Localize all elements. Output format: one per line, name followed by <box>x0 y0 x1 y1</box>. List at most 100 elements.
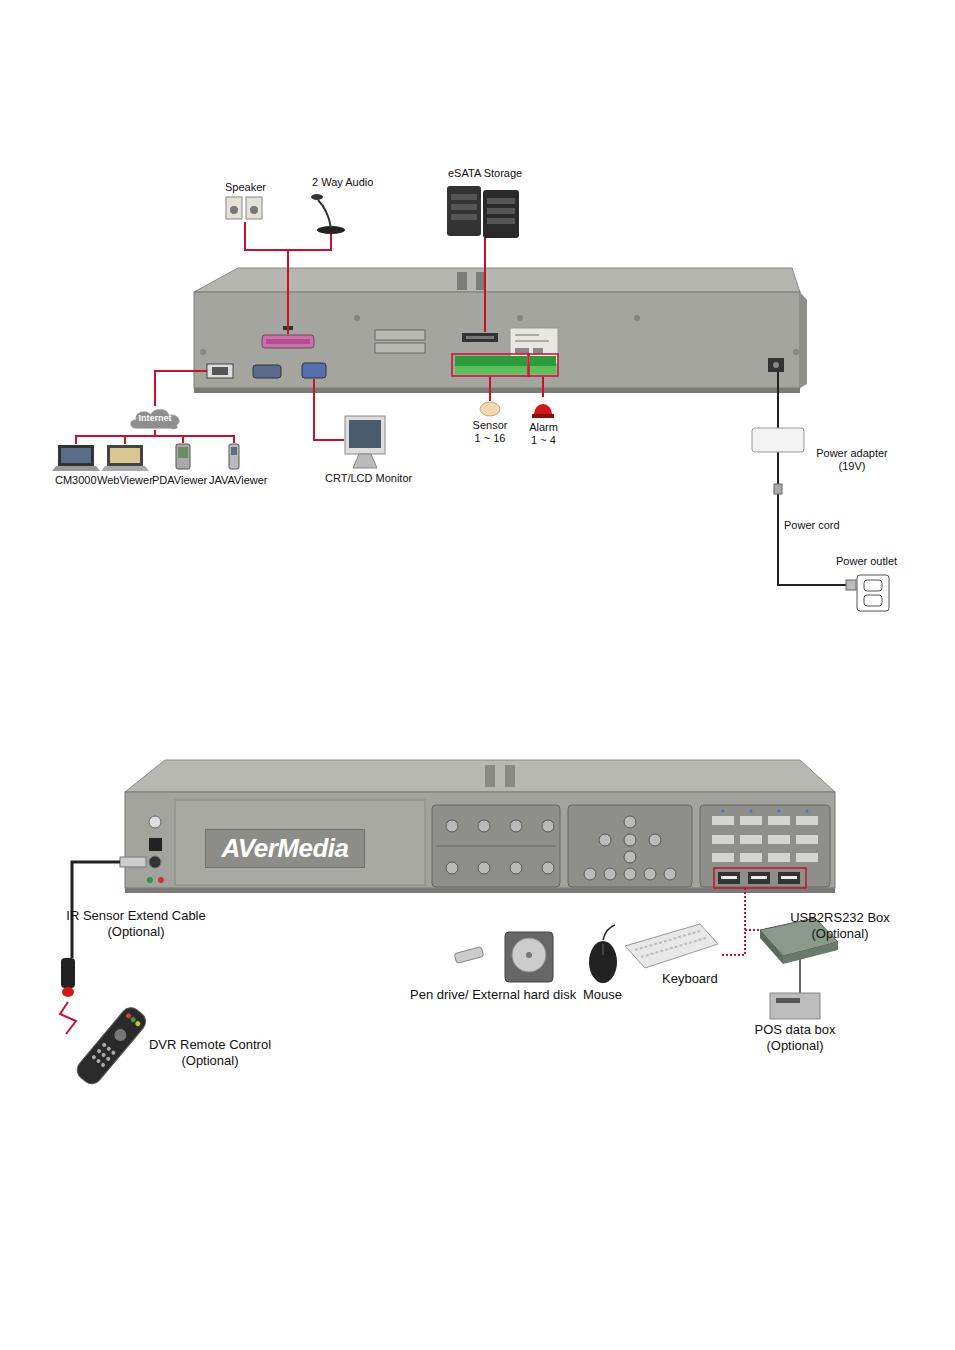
front-button-panels-part <box>644 868 656 880</box>
speaker-icon-part <box>230 206 238 214</box>
front-button-panels-part <box>768 816 790 825</box>
device-label: CRT/LCD Monitor <box>325 472 412 485</box>
dvr-front-body-part <box>175 800 425 885</box>
front-button-panels-part <box>712 816 734 825</box>
viewer-devices-part <box>52 466 100 471</box>
power-adapter-icon-part <box>774 484 782 494</box>
power-label: Power outlet <box>836 555 897 568</box>
remote-control-icon-part <box>101 1042 107 1048</box>
power-adapter-icon <box>752 428 804 494</box>
front-button-panels-part <box>750 810 753 813</box>
front-button-panels-part <box>542 862 554 874</box>
sensor-icon <box>480 402 500 416</box>
esata-storage-icon <box>447 186 519 238</box>
power-outlet-icon <box>846 575 889 611</box>
dvr-front-body-part <box>125 792 835 888</box>
dvr-rear-body-part <box>517 315 523 321</box>
power-cabling-part <box>778 492 852 585</box>
front-button-panels-part <box>714 868 806 888</box>
remote-control-icon-part <box>106 1046 112 1052</box>
viewer-label: JAVAViewer <box>209 474 268 487</box>
rear-ports-part <box>375 343 425 353</box>
power-label: Power cord <box>784 519 840 532</box>
esata-storage-icon-part <box>451 194 477 200</box>
remote-control-icon-part <box>125 1012 132 1019</box>
viewer-devices-part <box>229 444 239 469</box>
rear-wires <box>76 222 543 444</box>
usb-wires-part <box>745 929 760 931</box>
rear-ports-part <box>462 333 498 342</box>
rear-ports-part <box>466 336 494 339</box>
front-button-panels-part <box>649 834 661 846</box>
device-label: Speaker <box>225 181 266 194</box>
usb-devices-part <box>512 938 546 972</box>
label-text: DVR Remote Control (Optional) <box>149 1037 271 1068</box>
power-cabling <box>778 372 852 585</box>
brand-logo: AVerMedia <box>222 833 349 864</box>
remote-control-icon-part <box>111 1050 117 1056</box>
ir-cable-part <box>61 958 75 988</box>
viewer-label: PDAViewer <box>152 474 207 487</box>
esata-storage-icon-part <box>487 218 515 224</box>
device-label: Mouse <box>583 987 622 1003</box>
usb-devices-part <box>635 931 700 950</box>
monitor-icon-part <box>349 420 381 448</box>
sensor-icon-part <box>480 402 500 416</box>
internet-cloud: Internet <box>127 406 183 430</box>
power-cabling-part <box>777 452 779 484</box>
front-button-panels-part <box>778 872 800 884</box>
front-button-panels-part <box>624 868 636 880</box>
viewer-devices-part <box>231 447 237 455</box>
remote-control-icon-part <box>100 1062 106 1068</box>
rear-ports-part <box>455 356 527 366</box>
usb-devices-part <box>454 947 484 964</box>
front-button-panels-part <box>740 816 762 825</box>
remote-control-icon-part <box>112 1027 129 1044</box>
remote-control-icon-part <box>130 1016 137 1023</box>
usb-devices-part <box>603 925 615 940</box>
rear-ports-part <box>528 354 558 376</box>
device-label: 2 Way Audio <box>312 176 373 189</box>
cloud-outline <box>130 409 179 429</box>
accessory-label: USB2RS232 Box (Optional) <box>784 910 896 941</box>
dvr-front-body-part <box>149 816 161 828</box>
front-button-panels-part <box>478 862 490 874</box>
microphone-icon <box>311 194 345 234</box>
front-button-panels-part <box>624 816 636 828</box>
power-outlet-icon-part <box>864 580 882 591</box>
front-button-panels-part <box>478 820 490 832</box>
monitor-icon-part <box>345 416 385 454</box>
viewer-devices-part <box>101 466 149 471</box>
esata-storage-icon-part <box>451 214 477 220</box>
remote-control-icon-part <box>134 1020 141 1027</box>
front-button-panels-part <box>796 816 818 825</box>
front-button-panels-part <box>740 835 762 844</box>
remote-control-icon-part <box>96 1048 102 1054</box>
dvr-rear-body-part <box>200 349 206 355</box>
label-text: Pen drive/ External hard disk <box>410 987 576 1002</box>
usb-devices-part <box>505 932 553 982</box>
alarm-icon-part <box>534 404 552 414</box>
rear-wires-part <box>124 436 126 444</box>
accessory-label: DVR Remote Control (Optional) <box>144 1037 276 1068</box>
usb-wires-part <box>799 958 801 993</box>
front-button-panels-part <box>712 835 734 844</box>
front-button-panels-part <box>542 820 554 832</box>
front-button-panels-part <box>740 853 762 862</box>
dvr-front-body-part <box>147 877 153 883</box>
rear-ports-part <box>262 335 314 348</box>
viewer-label: CM3000 <box>55 474 97 487</box>
remote-control-icon-part <box>73 1004 149 1088</box>
remote-control-icon <box>73 1004 149 1088</box>
dvr-front-body-part <box>485 765 495 787</box>
label-text: USB2RS232 Box (Optional) <box>790 910 890 941</box>
rear-ports-part <box>530 366 556 374</box>
viewer-devices-part <box>61 448 91 463</box>
viewer-label: WebViewer <box>97 474 153 487</box>
dvr-rear-body-part <box>793 349 799 355</box>
speaker-icon-part <box>246 197 262 219</box>
front-button-panels-part <box>721 876 737 879</box>
device-label: Pen drive/ External hard disk <box>410 987 576 1003</box>
label-text: JAVAViewer <box>209 474 268 486</box>
usb-devices-part <box>589 941 617 983</box>
